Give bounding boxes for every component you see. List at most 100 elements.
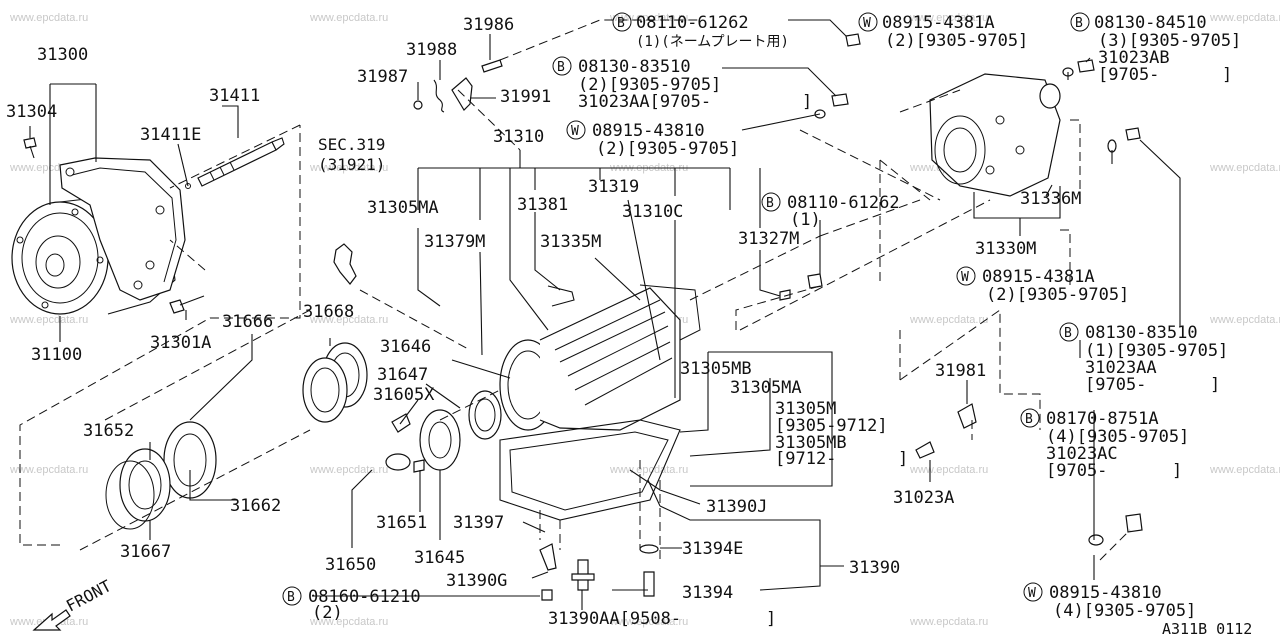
label-31662: 31662: [230, 496, 281, 516]
bolt-badge-icon: [1059, 322, 1079, 342]
label-31394E: 31394E: [682, 539, 743, 559]
washer-badge-icon: [956, 266, 976, 286]
label-31991: 31991: [500, 87, 551, 107]
callout-badge: B: [557, 60, 565, 75]
callout-badge: B: [1025, 412, 1033, 427]
label-31645: 31645: [414, 548, 465, 568]
label-sec319-sub: (31921): [318, 155, 385, 174]
label-31394: 31394: [682, 583, 733, 603]
callout-line4: [9705-: [1098, 65, 1159, 85]
label-31646: 31646: [380, 337, 431, 357]
callout-line2: (4)[9305-9705]: [1053, 601, 1196, 621]
label-31666: 31666: [222, 312, 273, 332]
callout-c5: W 08915-43810 (2)[9305-9705]: [566, 120, 739, 159]
label-31305MA: 31305MA: [367, 198, 439, 218]
watermark: www.epcdata.ru: [1209, 464, 1280, 476]
bracket-sec319-drawing: [333, 243, 357, 285]
callout-line2: (4)[9305-9705]: [1046, 427, 1189, 447]
label-31310: 31310: [493, 127, 544, 147]
label-31304: 31304: [6, 102, 57, 122]
label-31023A: 31023A: [893, 488, 954, 508]
label-31301A: 31301A: [150, 333, 211, 353]
transmission-case-drawing: [499, 284, 701, 521]
label-31300: 31300: [37, 45, 88, 65]
label-31390AA: 31390AA[9508-: [548, 609, 681, 629]
callout-line1: 08915-43810: [1049, 583, 1162, 603]
label-31986: 31986: [463, 15, 514, 35]
label-31335M: 31335M: [540, 232, 601, 252]
label-31305MB-range: [9712-: [775, 449, 836, 469]
label-31988: 31988: [406, 40, 457, 60]
washer-badge-icon: [566, 120, 586, 140]
watermark: www.epcdata.ru: [609, 464, 688, 476]
callout-line3: 31023AC: [1046, 444, 1118, 464]
callout-line3-end: ]: [802, 92, 812, 112]
washer-badge-icon: [1023, 582, 1043, 602]
bolt-31301A-drawing: [169, 295, 205, 314]
label-31650: 31650: [325, 555, 376, 575]
watermark: www.epcdata.ru: [1209, 314, 1280, 326]
label-31305MB-range-end: ]: [898, 449, 908, 469]
pan-bolts-drawing: [539, 543, 659, 601]
callout-c1: B 08110-61262 (1)(ネームプレート用): [612, 12, 789, 50]
small-parts-top-drawing: [413, 59, 503, 113]
callout-line1: 08915-4381A: [882, 13, 995, 33]
label-31305MA-2: 31305MA: [730, 378, 802, 398]
callout-line1: 08130-83510: [578, 57, 691, 77]
input-shaft-drawing: [185, 137, 285, 189]
callout-line1: 08110-61262: [636, 13, 749, 33]
callout-line2: (3)[9305-9705]: [1098, 31, 1241, 51]
callout-line1: 08130-83510: [1085, 323, 1198, 343]
bolt-badge-icon: [612, 12, 632, 32]
label-31305MB: 31305MB: [680, 359, 752, 379]
callout-c9: B 08170-8751A (4)[9305-9705] 31023AC [97…: [1020, 408, 1189, 481]
label-31390G: 31390G: [446, 571, 507, 591]
label-31100: 31100: [31, 345, 82, 365]
label-31987: 31987: [357, 67, 408, 87]
bolt-badge-icon: [1020, 408, 1040, 428]
label-31652: 31652: [83, 421, 134, 441]
callout-line1: 08110-61262: [787, 193, 900, 213]
label-31397: 31397: [453, 513, 504, 533]
label-31981: 31981: [935, 361, 986, 381]
callout-line2: (1)[9305-9705]: [1085, 341, 1228, 361]
watermark: www.epcdata.ru: [609, 12, 688, 24]
callout-line1: 08915-43810: [592, 121, 705, 141]
callout-badge: B: [766, 196, 774, 211]
callout-line2: (2)[9305-9705]: [578, 75, 721, 95]
callout-c10: B 08160-61210 (2): [282, 586, 421, 623]
label-31411: 31411: [209, 86, 260, 106]
callout-badge: W: [571, 124, 579, 139]
label-31327M: 31327M: [738, 229, 799, 249]
callout-c3: B 08130-84510 (3)[9305-9705] 31023AB [97…: [1070, 12, 1241, 85]
callout-line2: (2)[9305-9705]: [596, 139, 739, 159]
callout-line2: (2)[9305-9705]: [885, 31, 1028, 51]
callout-c6: B 08110-61262 (1): [761, 192, 900, 230]
converter-housing-drawing: [59, 157, 186, 301]
callout-badge: W: [1028, 586, 1036, 601]
callout-line4: [9705-: [1046, 461, 1107, 481]
watermark: www.epcdata.ru: [309, 616, 388, 628]
callout-c4: B 08130-83510 (2)[9305-9705] 31023AA[970…: [552, 56, 812, 112]
watermark: www.epcdata.ru: [309, 162, 388, 174]
callout-line1: 08130-84510: [1094, 13, 1207, 33]
callout-line1: 08160-61210: [308, 587, 421, 607]
bolt-badge-icon: [761, 192, 781, 212]
label-31651: 31651: [376, 513, 427, 533]
part-labels: 31300 31304 31411 31411E 31100 31301A 31…: [6, 15, 1081, 629]
label-31605X: 31605X: [373, 385, 435, 405]
label-31647: 31647: [377, 365, 428, 385]
watermark: www.epcdata.ru: [1209, 12, 1280, 24]
callout-line4-end: ]: [1210, 375, 1220, 395]
callout-c7: W 08915-4381A (2)[9305-9705]: [956, 266, 1129, 305]
callout-line4: [9705-: [1085, 375, 1146, 395]
middle-small-parts-drawing: [385, 390, 502, 473]
watermark: www.epcdata.ru: [309, 314, 388, 326]
label-31390: 31390: [849, 558, 900, 578]
diagram-code: A311B 0112: [1162, 620, 1252, 638]
label-31390AA-end: ]: [766, 609, 776, 629]
label-31310C: 31310C: [622, 202, 683, 222]
callout-line3: 31023AA[9705-: [578, 92, 711, 112]
